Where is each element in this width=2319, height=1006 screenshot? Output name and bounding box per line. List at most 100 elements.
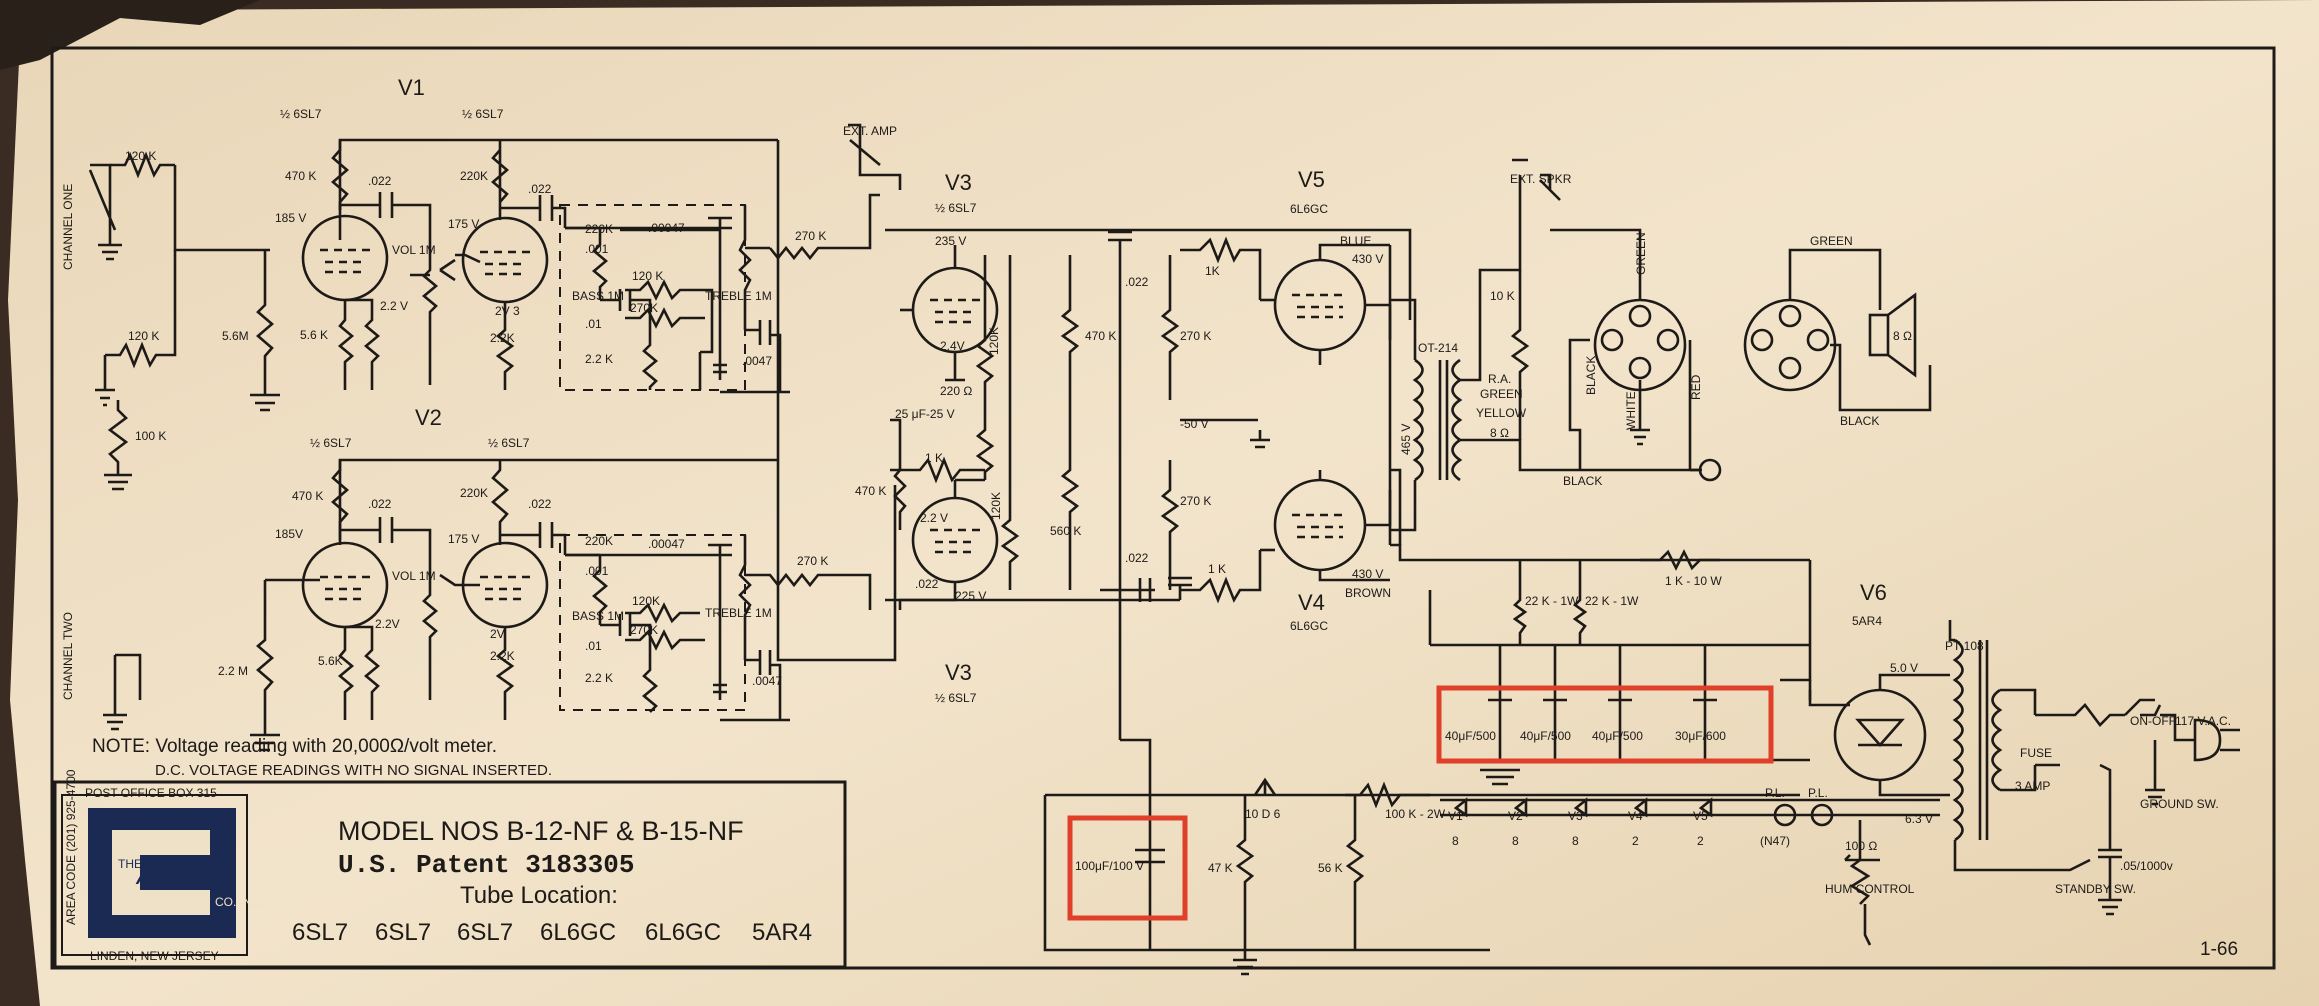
label-r-22k-tone-b: 2.2 K [585,671,613,685]
label-r-22k-1w-a: 22 K - 1W [1525,594,1579,608]
label-vol-1m: VOL 1M [392,243,436,257]
tube-v4-type: 6L6GC [1290,619,1328,633]
label-green: GREEN [1480,387,1523,401]
label-r-1k-v3b: 1 K [925,451,943,465]
label-cap-100-100: 100μF/100 V [1075,859,1144,873]
label-black-b: BLACK [1584,356,1598,395]
label-v-6-3: 6.3 V [1905,812,1933,826]
label-ext-spkr: EXT. SPKR [1510,172,1572,186]
label-r-120k-b: 120 K [128,329,159,343]
heater-label: V1 [1448,809,1463,823]
label-r-1k-v3a: 1K [1205,264,1220,278]
label-r-5-6k-v2: 5.6K [318,654,343,668]
tube-v3-label: V3 [945,170,972,195]
title-block: POST OFFICE BOX 315 AREA CODE (201) 925-… [53,769,847,969]
label-c-0047-a: .0047 [742,354,772,368]
label-v-2-b: 2V [490,627,505,641]
label-r-1k-10w: 1 K - 10 W [1665,574,1722,588]
highlight-bias-cap [1067,815,1188,921]
label-v-2-2-v3: 2.2 V [920,511,948,525]
label-r-5-6m: 5.6M [222,329,249,343]
po-box: POST OFFICE BOX 315 [85,786,217,800]
label-blue: BLUE [1340,234,1371,248]
label-hum-control: HUM CONTROL [1825,882,1915,896]
label-c-022-v2b: .022 [528,497,552,511]
tube-list-item: 6SL7 [457,919,513,946]
label-v-185: 185 V [275,211,306,225]
label-r-470k-v2: 470 K [292,489,323,503]
tube-v5-type: 6L6GC [1290,202,1328,216]
label-cap-40-500-b: 40μF/500 [1520,729,1571,743]
label-spk-8: 8 Ω [1893,329,1912,343]
label-r-1k-v4: 1 K [1208,562,1226,576]
label-r-470k-v3b: 470 K [855,484,886,498]
note-line-2: D.C. VOLTAGE READINGS WITH NO SIGNAL INS… [155,762,552,779]
label-v-465: 465 V [1399,424,1413,455]
heater-label: V2 [1508,809,1523,823]
tube-v3-type: ½ 6SL7 [935,201,977,215]
label-r-270k-v1out: 270 K [795,229,826,243]
label-brown: BROWN [1345,586,1391,600]
label-r-56k: 56 K [1318,861,1343,875]
tube-v6-type: 5AR4 [1852,614,1882,628]
heater-pin: 2 [1632,834,1639,848]
label-fuse: FUSE [2020,746,2052,760]
label-diode-10d6: 10 D 6 [1245,807,1281,821]
logo-the: THE [118,857,142,871]
label-n47: (N47) [1760,834,1790,848]
label-r-120k-a: 120 K [125,149,156,163]
heater-pin: 8 [1572,834,1579,848]
label-r-220k-tone-a: 220K [585,222,613,236]
label-green-b: GREEN [1634,232,1648,275]
heater-label: V5 [1693,809,1708,823]
label-v-430-b: 430 V [1352,567,1383,581]
label-ra: R.A. [1488,372,1511,386]
label-v-225: 225 V [955,589,986,603]
label-c-01-a: .01 [585,317,602,331]
tube-v3b-type: ½ 6SL7 [935,691,977,705]
label-r-100k-2w: 100 K - 2W [1385,807,1446,821]
tube-list-item: 6SL7 [292,919,348,946]
label-ot-214: OT-214 [1418,341,1458,355]
label-c-022-v1b: .022 [528,182,552,196]
label-r-2-2k-v2: 2.2K [490,649,515,663]
channel-one-label: CHANNEL ONE [61,184,75,270]
label-r-220k-tone-b: 220K [585,534,613,548]
label-r-120k-v3: 120K [987,327,1001,355]
ampeg-logo: Ampeg [135,868,201,889]
sheet-number: 1-66 [2200,939,2238,960]
heater-pin: 8 [1512,834,1519,848]
label-white: WHITE [1624,391,1638,430]
highlight-filter-caps [1436,685,1774,764]
label-r-120k-tone-a: 120 K [632,269,663,283]
patent: U.S. Patent 3183305 [338,850,634,880]
label-yellow: YELLOW [1476,406,1527,420]
tube-labels: V1 ½ 6SL7 ½ 6SL7 V2 ½ 6SL7 ½ 6SL7 V3 ½ 6… [280,75,1887,705]
tube-list-item: 6L6GC [645,919,721,946]
label-r-47k: 47 K [1208,861,1233,875]
label-pl-a: P.L. [1765,786,1785,800]
label-green-spk: GREEN [1810,234,1853,248]
label-c-0047-b: .0047 [752,674,782,688]
label-c-022-v3c: .022 [1125,551,1149,565]
model-title: MODEL NOS B-12-NF & B-15-NF [338,816,744,846]
label-c-022-v2a: .022 [368,497,392,511]
label-on-off: ON-OFF [2130,714,2176,728]
label-r-470k-v3: 470 K [1085,329,1116,343]
label-vol-1m-b: VOL 1M [392,569,436,583]
label-v-185-b: 185V [275,527,303,541]
tube-v2b-type: ½ 6SL7 [488,436,530,450]
label-r-220k-v2: 220K [460,486,488,500]
label-c-05: .05/1000v [2120,859,2173,873]
tube-v2-label: V2 [415,405,442,430]
label-r-270k-tone-b: 270K [630,623,658,637]
label-treble-1m-b: TREBLE 1M [705,606,772,620]
label-ohm8: 8 Ω [1490,426,1509,440]
label-r-270k-tone-a: 270K [630,301,658,315]
label-r-2-2k-v1: 2.2K [490,331,515,345]
heater-label: V3 [1568,809,1583,823]
wiring [88,123,2240,976]
paper-sheet [8,0,2319,1006]
label-v-2-4: 2.4V [940,339,965,353]
